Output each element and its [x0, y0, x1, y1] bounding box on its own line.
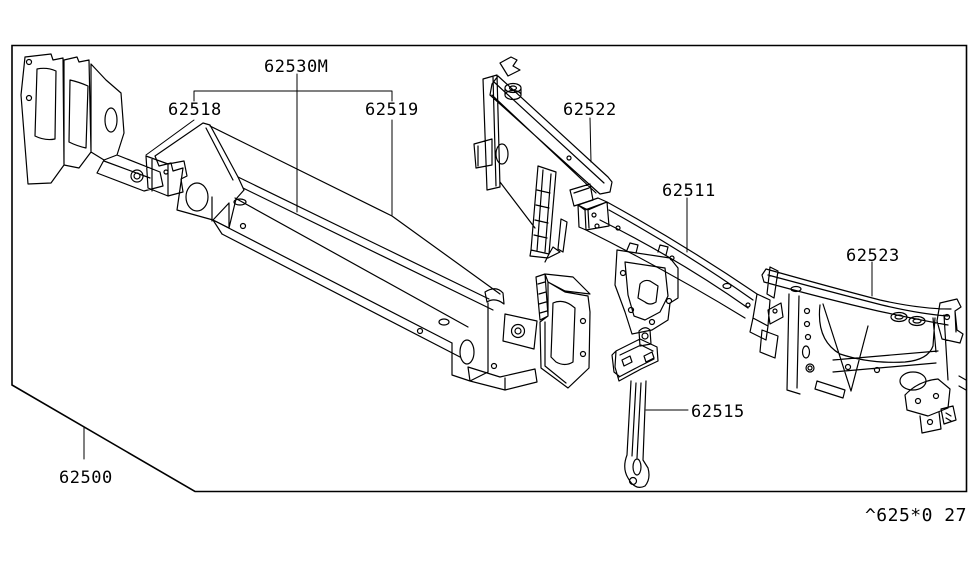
- leader-62522: [589, 117, 592, 163]
- label-62515: 62515: [691, 402, 745, 422]
- bracket-62530m: [193, 90, 393, 102]
- support-62522: [473, 56, 613, 263]
- part-side-support-right: [759, 266, 967, 434]
- part-center-crossbar: [577, 197, 784, 341]
- label-62530m: 62530M: [264, 57, 328, 77]
- stay-62515: [611, 327, 659, 488]
- border-outline: [11, 44, 968, 493]
- diagram-border: [11, 44, 968, 493]
- part-center-stay: [611, 327, 659, 488]
- tie-bar-head: [154, 122, 245, 229]
- part-tie-bar-end-plate: [502, 273, 591, 389]
- label-62518: 62518: [168, 100, 222, 120]
- part-lower-tie-bar: [154, 122, 538, 391]
- label-62519: 62519: [365, 100, 419, 120]
- support-62523: [759, 266, 967, 434]
- leader-62518: [145, 119, 195, 156]
- hood-lock-bracket: [614, 242, 679, 335]
- part-number-labels: 62530M 62518 62519 62522 62511 62523 625…: [59, 57, 900, 488]
- left-bracket-plates: [20, 53, 188, 197]
- footer-plate-code: ^625*0 27: [865, 505, 967, 526]
- tie-bar-right-end: [451, 288, 538, 391]
- end-plate: [502, 273, 591, 389]
- part-side-support-upper-left: [473, 56, 613, 263]
- tie-bar-shaft: [209, 125, 501, 358]
- label-62511: 62511: [662, 181, 716, 201]
- label-62522: 62522: [563, 100, 617, 120]
- leader-lines: [83, 73, 873, 460]
- crossbar-62511: [577, 197, 784, 341]
- label-62500: 62500: [59, 468, 113, 488]
- part-left-end-bracket: [20, 53, 188, 197]
- label-62523: 62523: [846, 246, 900, 266]
